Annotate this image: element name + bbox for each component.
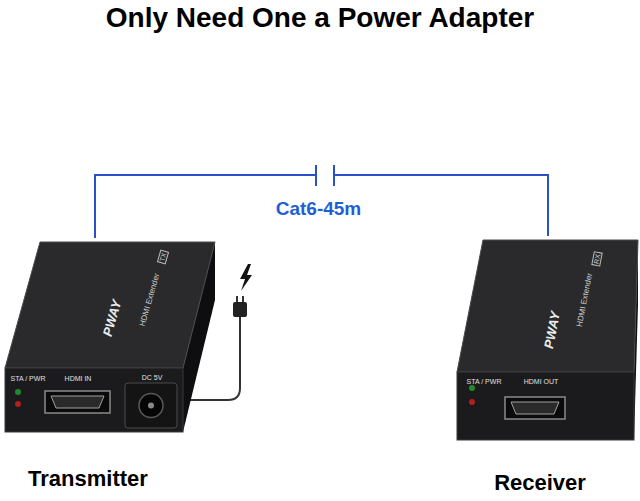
dc-jack-pin (148, 403, 154, 409)
device-top (457, 240, 638, 372)
adapter-prong (242, 296, 244, 302)
cable-label: Cat6-45m (273, 198, 365, 219)
led-green (469, 385, 475, 391)
hdmi-socket (511, 402, 559, 414)
hdmi-port (505, 397, 565, 419)
panel-label: HDMI OUT (524, 378, 559, 385)
cable-line (95, 175, 548, 238)
panel-label: DC 5V (142, 374, 163, 381)
panel-label: STA / PWR (11, 375, 46, 382)
panel-label: STA / PWR (467, 378, 502, 385)
led-red (469, 399, 475, 405)
led-green (15, 389, 21, 395)
device-front (457, 372, 634, 440)
adapter-prong (236, 296, 238, 302)
led-red (15, 401, 21, 407)
hdmi-port (45, 391, 110, 413)
device-name: Transmitter (28, 468, 148, 490)
device-name: Receiver (494, 472, 586, 494)
power-adapter (233, 302, 247, 317)
title: Only Need One a Power Adapter (0, 4, 640, 32)
dc-jack (125, 383, 177, 428)
lightning-bolt (240, 264, 252, 291)
panel-label: HDMI IN (65, 375, 92, 382)
dc-jack-hole (139, 394, 163, 418)
hdmi-socket (51, 396, 104, 408)
device-top (5, 242, 215, 368)
device-front (5, 368, 183, 432)
